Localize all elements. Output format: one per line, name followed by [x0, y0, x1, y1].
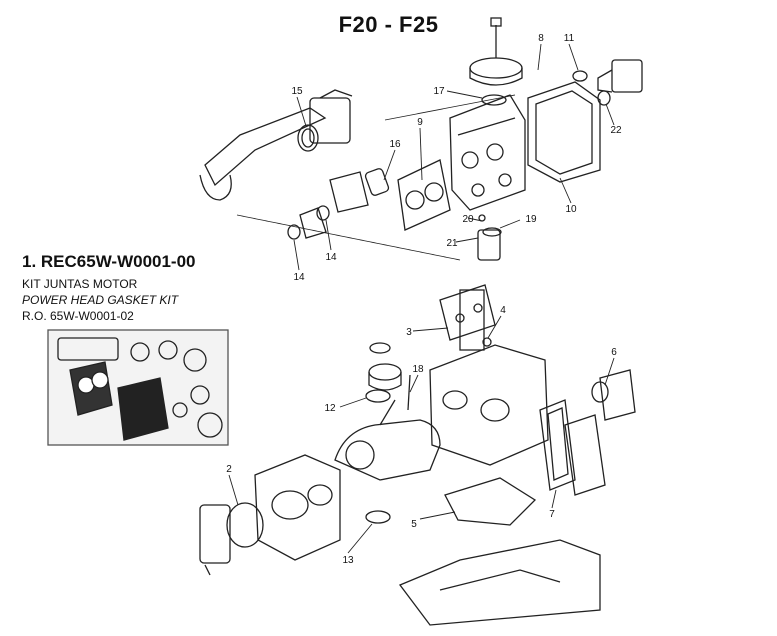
callout-17: 17	[433, 86, 445, 97]
oring-22	[597, 90, 611, 106]
lower-crankcase-part	[254, 454, 341, 561]
callout-13: 13	[342, 555, 354, 566]
callout-3: 3	[406, 327, 412, 338]
callout-12: 12	[324, 403, 336, 414]
kit-name-english: POWER HEAD GASKET KIT	[22, 293, 179, 307]
callout-numbers: 15 17 8 11 22 9 16 10 20 19 21 14 14 3 4…	[226, 33, 622, 566]
callout-10: 10	[565, 204, 577, 215]
seal-11	[572, 70, 588, 82]
assembly-guide-line	[236, 94, 516, 261]
bracket-19-21	[477, 214, 502, 261]
bolt-lower	[204, 564, 211, 576]
callout-8: 8	[538, 33, 544, 44]
seal-13	[365, 510, 391, 524]
diagram-title: F20 - F25	[338, 12, 439, 37]
thermostat-cover-part	[597, 59, 643, 93]
kit-code: 1. REC65W-W0001-00	[22, 252, 196, 271]
gasket-16	[364, 168, 390, 196]
gasket-kit-block: 1. REC65W-W0001-00 KIT JUNTAS MOTOR POWE…	[22, 252, 262, 324]
exhaust-manifold-part	[199, 89, 353, 201]
callout-9: 9	[417, 117, 423, 128]
cylinder-head-top-part	[449, 94, 526, 211]
gasket-18-line	[407, 374, 411, 411]
oring-14a	[287, 224, 301, 240]
seal-12	[365, 389, 391, 403]
bolt-4	[482, 337, 492, 347]
flywheel-cover-part	[469, 17, 523, 86]
crankcase-block-part	[429, 289, 549, 466]
gasket-2-part	[199, 502, 264, 564]
gasket-3-part	[439, 284, 496, 341]
gasket-kit-photo	[47, 329, 229, 446]
gasket-10-part	[527, 81, 601, 183]
kit-name-spanish: KIT JUNTAS MOTOR	[22, 277, 138, 291]
callout-2: 2	[226, 464, 232, 475]
kit-reference: R.O. 65W-W0001-02	[22, 309, 134, 323]
callout-14-left: 14	[293, 272, 305, 283]
oring-14b	[316, 205, 330, 221]
head-gasket-9	[397, 159, 451, 231]
callout-11: 11	[564, 33, 575, 44]
bearing-upper	[368, 342, 402, 391]
callout-20: 20	[462, 214, 474, 225]
callout-4: 4	[500, 305, 506, 316]
callout-7: 7	[549, 509, 555, 520]
callout-6: 6	[611, 347, 617, 358]
callout-16: 16	[389, 139, 401, 150]
oring-17	[481, 94, 507, 106]
callout-22: 22	[610, 125, 622, 136]
callout-leaders	[228, 43, 615, 554]
callout-14-right: 14	[325, 252, 337, 263]
intake-parts	[299, 171, 369, 239]
callout-21: 21	[446, 238, 458, 249]
callout-18: 18	[412, 364, 424, 375]
gasket-5-part	[444, 477, 537, 526]
exhaust-cover-gasket-7	[539, 399, 576, 491]
callout-5: 5	[411, 519, 417, 530]
exhaust-cover-part	[564, 414, 606, 496]
callout-19: 19	[525, 214, 537, 225]
seal-ring-15	[297, 124, 319, 152]
callout-15: 15	[291, 86, 303, 97]
crankshaft-part	[334, 399, 441, 481]
exhaust-guide-part	[398, 539, 601, 626]
cover-6-part	[591, 369, 636, 421]
